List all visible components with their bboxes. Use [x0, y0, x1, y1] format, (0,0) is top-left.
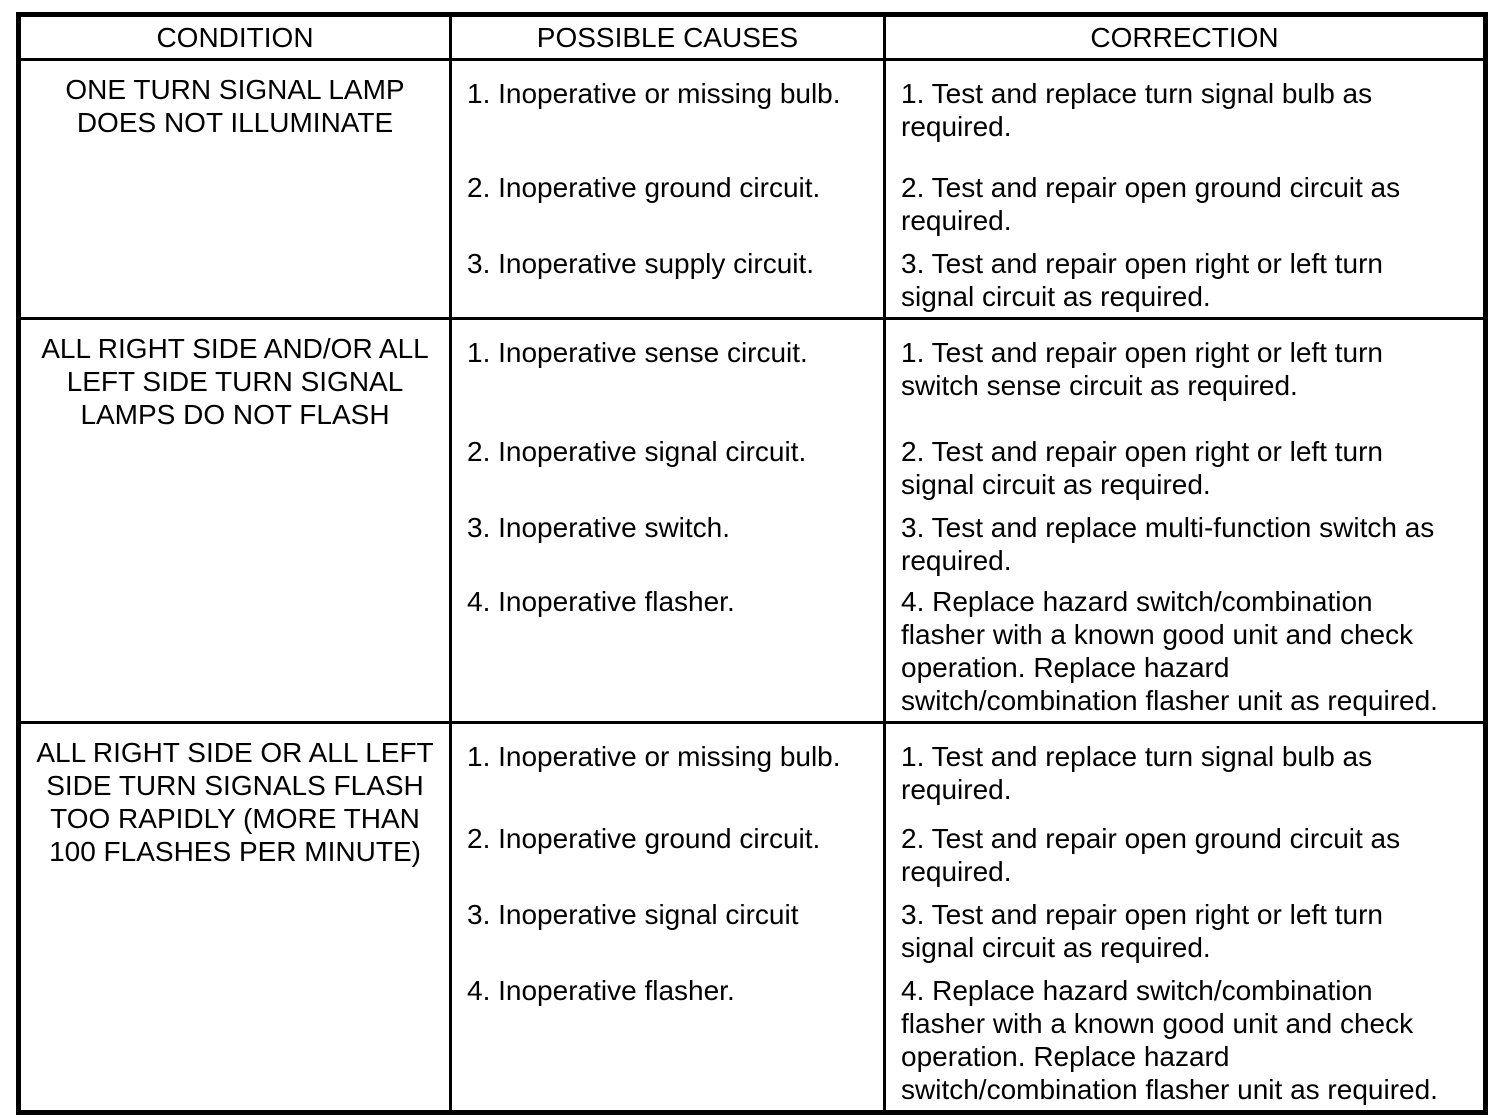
correction-item: 2. Test and repair open right or left tu…: [883, 435, 1483, 511]
condition-line: TOO RAPIDLY (MORE THAN: [50, 803, 420, 834]
possible-cause-item: 1. Inoperative or missing bulb.: [449, 724, 883, 822]
condition-line: DOES NOT ILLUMINATE: [76, 107, 394, 138]
condition-line: ALL RIGHT SIDE OR ALL LEFT: [36, 737, 434, 768]
possible-cause-item: 2. Inoperative ground circuit.: [449, 822, 883, 898]
table-header-row: CONDITION POSSIBLE CAUSES CORRECTION: [21, 17, 1483, 58]
column-header-correction: CORRECTION: [883, 17, 1483, 58]
condition-line: 100 FLASHES PER MINUTE): [49, 836, 421, 867]
correction-item: 4. Replace hazard switch/combination fla…: [883, 974, 1483, 1110]
possible-cause-item: 3. Inoperative signal circuit: [449, 898, 883, 974]
possible-cause-item: 4. Inoperative flasher.: [449, 585, 883, 721]
correction-item: 4. Replace hazard switch/combination fla…: [883, 585, 1483, 721]
condition-line: ONE TURN SIGNAL LAMP: [65, 74, 405, 105]
condition-line: LEFT SIDE TURN SIGNAL: [66, 366, 404, 397]
correction-item: 1. Test and repair open right or left tu…: [883, 320, 1483, 435]
possible-cause-item: 1. Inoperative sense circuit.: [449, 320, 883, 435]
possible-cause-item: 4. Inoperative flasher.: [449, 974, 883, 1110]
correction-item: 3. Test and replace multi-function switc…: [883, 511, 1483, 585]
correction-item: 3. Test and repair open right or left tu…: [883, 247, 1483, 317]
possible-cause-item: 3. Inoperative switch.: [449, 511, 883, 585]
possible-cause-item: 2. Inoperative ground circuit.: [449, 171, 883, 247]
possible-cause-item: 3. Inoperative supply circuit.: [449, 247, 883, 317]
correction-item: 2. Test and repair open ground circuit a…: [883, 171, 1483, 247]
correction-item: 1. Test and replace turn signal bulb as …: [883, 61, 1483, 171]
possible-cause-item: 2. Inoperative signal circuit.: [449, 435, 883, 511]
condition-line: SIDE TURN SIGNALS FLASH: [46, 770, 424, 801]
troubleshooting-table: CONDITION POSSIBLE CAUSES CORRECTION ONE…: [16, 12, 1488, 1115]
correction-item: 1. Test and replace turn signal bulb as …: [883, 724, 1483, 822]
correction-item: 2. Test and repair open ground circuit a…: [883, 822, 1483, 898]
column-header-possible-causes: POSSIBLE CAUSES: [449, 17, 883, 58]
condition-line: LAMPS DO NOT FLASH: [80, 399, 390, 430]
possible-cause-item: 1. Inoperative or missing bulb.: [449, 61, 883, 171]
condition-line: ALL RIGHT SIDE AND/OR ALL: [41, 333, 429, 364]
correction-item: 3. Test and repair open right or left tu…: [883, 898, 1483, 974]
column-header-condition: CONDITION: [156, 22, 314, 53]
